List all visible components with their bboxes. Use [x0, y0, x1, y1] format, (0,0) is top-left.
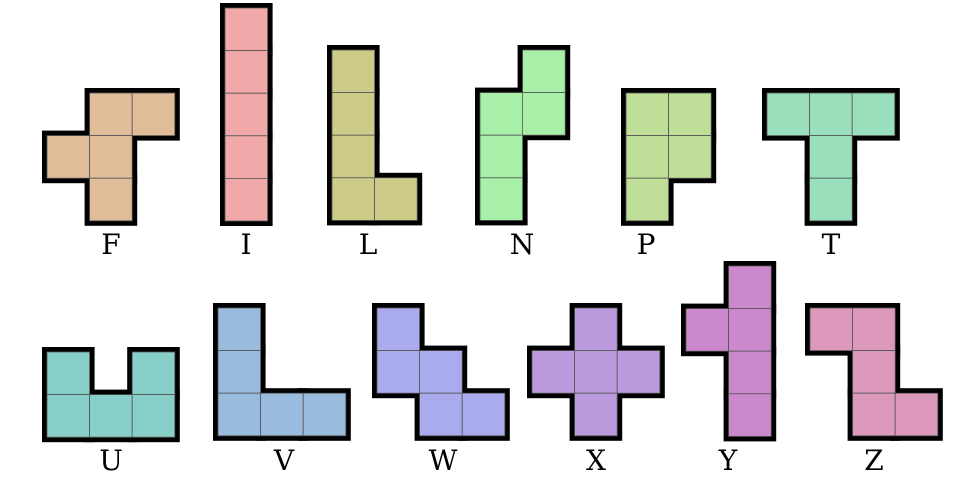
cell	[668, 92, 712, 136]
cell	[302, 392, 347, 437]
cell	[766, 92, 810, 136]
cell	[374, 177, 418, 221]
cell	[419, 392, 463, 437]
cell	[809, 92, 853, 136]
pentomino-l: L	[327, 45, 423, 261]
cell	[574, 307, 618, 351]
cell	[809, 177, 853, 222]
cell	[217, 392, 261, 437]
cell	[728, 308, 772, 352]
cell	[224, 177, 268, 222]
piece-cells	[625, 92, 712, 222]
cell	[479, 92, 523, 136]
cell	[809, 307, 853, 351]
piece-label: W	[429, 444, 458, 477]
pentomino-x: X	[527, 303, 665, 477]
cell	[851, 92, 896, 136]
cell	[89, 135, 133, 179]
cell	[331, 134, 375, 179]
cell	[574, 392, 618, 437]
piece-cells	[766, 92, 896, 222]
piece-label: X	[586, 444, 606, 477]
pentomino-z: Z	[805, 303, 943, 477]
cell	[89, 92, 133, 136]
cell	[131, 394, 176, 438]
cell	[224, 7, 268, 51]
cell	[89, 177, 133, 222]
pentomino-f: F	[42, 88, 180, 261]
cell	[131, 351, 176, 395]
cell	[419, 350, 463, 394]
piece-cells	[217, 307, 347, 437]
cell	[625, 135, 669, 179]
cell	[331, 177, 375, 221]
cell	[46, 135, 90, 179]
piece-cells	[809, 307, 939, 437]
cell	[260, 392, 304, 437]
pentomino-u: U	[42, 347, 180, 477]
pentomino-i: I	[220, 3, 273, 261]
cell	[46, 351, 90, 395]
cell	[224, 92, 268, 137]
cell	[217, 350, 261, 394]
piece-label: P	[637, 228, 656, 261]
pentomino-n: N	[475, 45, 571, 261]
cell	[131, 92, 176, 136]
cell	[224, 50, 268, 94]
pentomino-w: W	[372, 303, 510, 477]
cell	[625, 92, 669, 136]
cell	[685, 308, 729, 352]
cell	[331, 92, 375, 136]
cell	[852, 392, 896, 437]
cell	[376, 350, 420, 394]
piece-label: V	[273, 444, 295, 477]
piece-label: Y	[718, 444, 738, 477]
piece-cells	[479, 49, 566, 221]
cell	[852, 350, 896, 394]
cell	[479, 134, 523, 179]
cell	[728, 265, 772, 309]
cell	[479, 177, 523, 221]
piece-label: Z	[864, 444, 883, 477]
cell	[625, 177, 669, 222]
piece-label: T	[822, 228, 841, 261]
piece-cells	[331, 49, 418, 221]
cell	[728, 393, 772, 437]
cell	[668, 135, 712, 179]
cell	[224, 135, 268, 179]
cell	[461, 392, 506, 437]
pentomino-p: P	[621, 88, 717, 261]
pentomino-y: Y	[681, 261, 777, 477]
piece-label: I	[240, 228, 251, 261]
cell	[894, 392, 939, 437]
cell	[89, 394, 133, 438]
piece-cells	[46, 351, 176, 438]
cell	[531, 350, 575, 394]
cell	[728, 350, 772, 395]
piece-label: U	[99, 444, 123, 477]
cell	[809, 135, 853, 179]
cell	[376, 307, 420, 351]
piece-cells	[531, 307, 661, 437]
cell	[574, 350, 618, 394]
cell	[522, 92, 566, 136]
pentomino-v: V	[213, 303, 351, 477]
cell	[852, 307, 896, 351]
piece-label: F	[101, 228, 120, 261]
piece-cells	[224, 7, 268, 222]
cell	[217, 307, 261, 351]
piece-cells	[46, 92, 176, 222]
piece-label: N	[510, 228, 535, 261]
pentomino-t: T	[762, 88, 900, 261]
cell	[331, 49, 375, 93]
piece-cells	[685, 265, 772, 437]
cell	[46, 394, 90, 438]
cell	[616, 350, 661, 394]
piece-label: L	[359, 228, 378, 261]
piece-cells	[376, 307, 506, 437]
cell	[522, 49, 566, 93]
